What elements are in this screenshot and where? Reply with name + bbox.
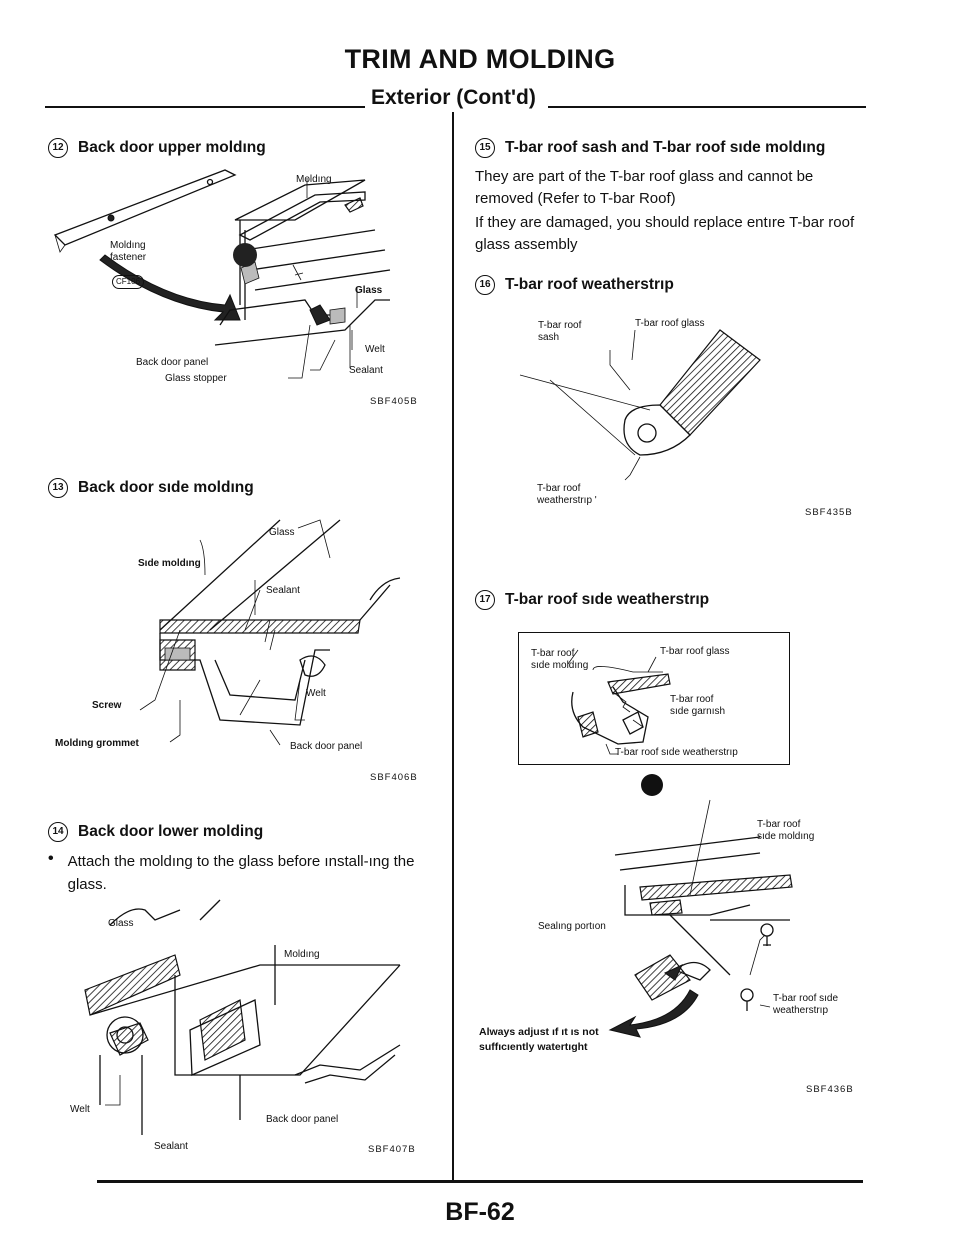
figure-back-door-upper-molding bbox=[53, 169, 391, 379]
rule-left bbox=[45, 106, 365, 108]
label-glass: Glass bbox=[355, 285, 383, 296]
section-number-badge: 15 bbox=[475, 138, 495, 158]
section-number-badge: 16 bbox=[475, 275, 495, 295]
section-title: Back door sıde moldıng bbox=[78, 479, 254, 496]
section-12-heading: 12 Back door upper moldıng bbox=[48, 138, 266, 158]
label-t-bar-roof-side-weatherstrip-2: T-bar roof sıde weatherstrıp bbox=[773, 993, 839, 1016]
section-title: T-bar roof weatherstrıp bbox=[505, 276, 674, 293]
section-15-paragraph-1: They are part of the T-bar roof glass an… bbox=[475, 168, 814, 207]
label-t-bar-roof-glass: T-bar roof glass bbox=[660, 646, 730, 657]
label-t-bar-roof-weatherstrip: T-bar roof weatherstrıp ' bbox=[537, 483, 597, 506]
label-molding-grommet: Moldıng grommet bbox=[55, 738, 139, 749]
section-13-heading: 13 Back door sıde moldıng bbox=[48, 478, 254, 498]
figure-back-door-lower-molding bbox=[84, 899, 401, 1135]
section-17-heading: 17 T-bar roof sıde weatherstrıp bbox=[475, 590, 709, 610]
section-15-heading: 15 T-bar roof sash and T-bar roof sıde m… bbox=[475, 138, 825, 158]
figure-code: SBF436B bbox=[806, 1084, 854, 1095]
section-16-heading: 16 T-bar roof weatherstrıp bbox=[475, 275, 674, 295]
label-glass: Glass bbox=[108, 918, 134, 929]
footer-rule bbox=[97, 1180, 863, 1183]
section-title: T-bar roof sıde weatherstrıp bbox=[505, 591, 710, 608]
section-number-badge: 17 bbox=[475, 590, 495, 610]
section-14-heading: 14 Back door lower molding bbox=[48, 822, 263, 842]
label-sealant: Sealant bbox=[349, 365, 383, 376]
label-sealant: Sealant bbox=[266, 585, 300, 596]
label-back-door-panel: Back door panel bbox=[290, 741, 363, 752]
section-subtitle-row: Exterior (Cont'd) bbox=[0, 86, 960, 112]
section-number-badge: 13 bbox=[48, 478, 68, 498]
label-welt: Welt bbox=[70, 1104, 90, 1115]
label-molding-fastener: Moldıng fastener bbox=[110, 240, 147, 263]
section-title: T-bar roof sash and T-bar roof sıde mold… bbox=[505, 139, 826, 156]
section-title: Back door upper moldıng bbox=[78, 139, 266, 156]
label-t-bar-roof-side-molding-2: T-bar roof sıde moldıng bbox=[757, 819, 815, 842]
bullet-dot: • bbox=[48, 850, 54, 867]
figure-code: SBF407B bbox=[368, 1144, 416, 1155]
column-divider bbox=[452, 112, 454, 1182]
section-title: Back door lower molding bbox=[78, 823, 264, 840]
section-number-badge: 12 bbox=[48, 138, 68, 158]
label-clip-code: CF106 bbox=[112, 275, 145, 289]
label-back-door-panel: Back door panel bbox=[136, 357, 209, 368]
label-sealing-portion: Sealıng portıon bbox=[538, 921, 606, 932]
rule-right bbox=[548, 106, 866, 108]
label-sealant: Sealant bbox=[154, 1141, 188, 1152]
label-t-bar-roof-side-weatherstrip: T-bar roof sıde weatherstrıp bbox=[615, 747, 738, 758]
label-back-door-panel: Back door panel bbox=[266, 1114, 339, 1125]
bullet-text: Attach the moldıng to the glass before ı… bbox=[67, 853, 415, 893]
figure-code: SBF406B bbox=[370, 772, 418, 783]
figure-side-weatherstrip-install bbox=[608, 774, 793, 1038]
figure-side-weatherstrip-box bbox=[518, 632, 790, 765]
label-glass-stopper: Glass stopper bbox=[165, 373, 227, 384]
figure-weatherstrip bbox=[519, 329, 761, 481]
label-glass: Glass bbox=[269, 527, 295, 538]
label-t-bar-roof-side-garnish: T-bar roof sıde garnısh bbox=[670, 694, 726, 717]
label-welt: Welt bbox=[306, 688, 326, 699]
bullet-item: • Attach the moldıng to the glass before… bbox=[48, 850, 448, 896]
page-title: TRIM AND MOLDING bbox=[344, 44, 616, 74]
page-subtitle: Exterior (Cont'd) bbox=[371, 86, 536, 109]
figure-back-door-side-molding bbox=[139, 519, 401, 746]
label-screw: Screw bbox=[92, 700, 122, 711]
note-watertight: Always adjust ıf ıt ıs not suffıcıently … bbox=[479, 1026, 599, 1053]
section-15-paragraph-2: If they are damaged, you should replace … bbox=[475, 214, 855, 253]
label-t-bar-roof-side-molding: T-bar roof sıde moldıng bbox=[531, 648, 589, 671]
section-number-badge: 14 bbox=[48, 822, 68, 842]
figure-side-weatherstrip-section bbox=[567, 649, 671, 755]
label-t-bar-roof-glass: T-bar roof glass bbox=[635, 318, 705, 329]
figure-code: SBF435B bbox=[805, 507, 853, 518]
label-side-molding: Sıde moldıng bbox=[138, 558, 201, 569]
label-welt: Welt bbox=[365, 344, 385, 355]
figure-code: SBF405B bbox=[370, 396, 418, 407]
label-molding: Moldıng bbox=[296, 174, 332, 185]
page-number: BF-62 bbox=[445, 1198, 515, 1226]
label-molding: Moldıng bbox=[284, 949, 320, 960]
label-t-bar-roof-sash: T-bar roof sash bbox=[538, 320, 582, 343]
